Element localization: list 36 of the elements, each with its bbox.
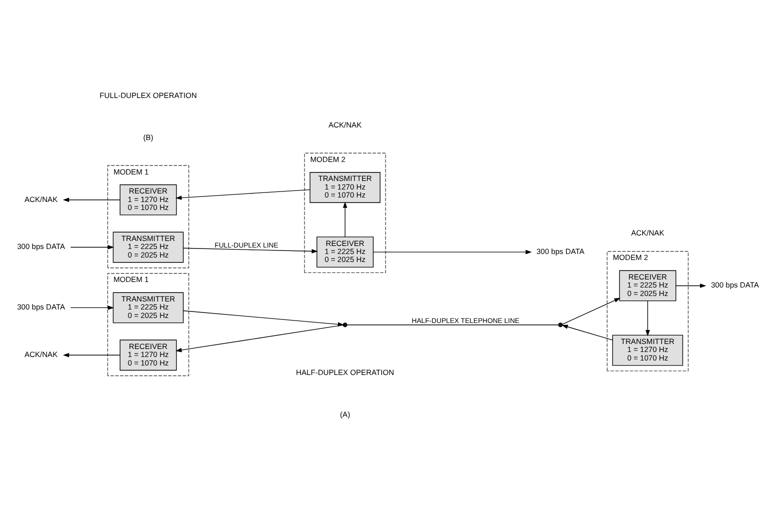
node-text: ACK/NAK bbox=[24, 350, 58, 360]
node-box: RECEIVER 1 = 2225 Hz 0 = 2025 Hz bbox=[619, 270, 676, 302]
arrow bbox=[62, 198, 120, 202]
arrow bbox=[372, 250, 532, 254]
node-box: RECEIVER 1 = 1270 Hz 0 = 1070 Hz bbox=[120, 184, 177, 216]
arrow bbox=[562, 324, 613, 340]
node-box: TRANSMITTER 1 = 1270 Hz 0 = 1070 Hz bbox=[612, 334, 684, 366]
node-box: RECEIVER 1 = 1270 Hz 0 = 1070 Hz bbox=[120, 340, 177, 371]
node-box: TRANSMITTER 1 = 1270 Hz 0 = 1070 Hz bbox=[310, 172, 380, 203]
arrow bbox=[70, 306, 114, 310]
node-text: 300 bps DATA bbox=[710, 280, 759, 290]
arrow bbox=[676, 284, 706, 288]
node-text: ACK/NAK bbox=[24, 194, 58, 204]
label: FULL-DUPLEX OPERATION bbox=[100, 91, 197, 100]
node-text: 300 bps DATA bbox=[17, 242, 66, 252]
node-box: RECEIVER 1 = 2225 Hz 0 = 2025 Hz bbox=[316, 236, 374, 268]
label: ACK/NAK bbox=[631, 228, 664, 238]
label: ACK/NAK bbox=[328, 120, 362, 130]
label: (A) bbox=[340, 410, 350, 419]
arrow bbox=[646, 300, 650, 336]
node-text: 300 bps DATA bbox=[536, 246, 584, 256]
node-circle bbox=[558, 322, 563, 328]
arrow bbox=[175, 324, 344, 352]
connector bbox=[346, 324, 559, 326]
node-box: TRANSMITTER 1 = 2225 Hz 0 = 2025 Hz bbox=[112, 232, 184, 263]
arrow bbox=[70, 245, 114, 250]
arrow bbox=[562, 298, 620, 325]
label: (B) bbox=[143, 132, 154, 142]
arrow bbox=[183, 248, 318, 254]
arrow bbox=[175, 189, 310, 200]
arrow bbox=[62, 352, 120, 358]
arrow bbox=[342, 202, 348, 238]
node-text: 300 bps DATA bbox=[17, 302, 66, 312]
node-circle bbox=[342, 322, 348, 328]
node-box: TRANSMITTER 1 = 2225 Hz 0 = 2025 Hz bbox=[112, 292, 184, 324]
label: HALF-DUPLEX OPERATION bbox=[296, 368, 394, 377]
